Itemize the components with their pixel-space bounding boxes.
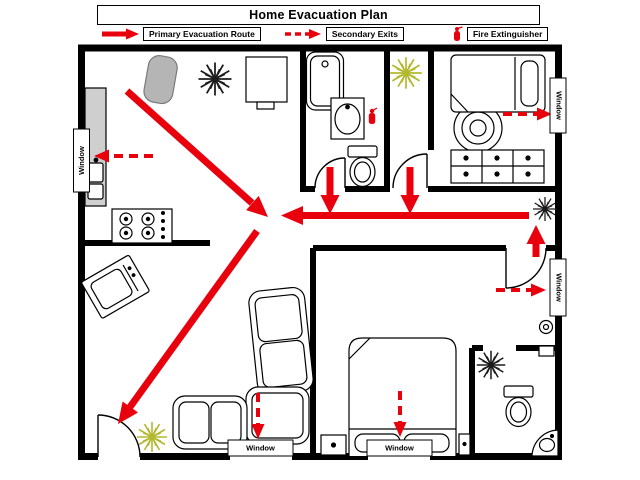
- bed-top-right: [450, 54, 546, 113]
- fire-extinguisher-icon: [453, 26, 463, 41]
- secondary-exits: [94, 107, 552, 439]
- window-text: Window: [246, 443, 275, 452]
- primary-route-arrow-bedroom-bottom: [526, 225, 546, 257]
- window-text: Window: [77, 146, 86, 175]
- plant-icon: [389, 56, 423, 90]
- legend-item-secondary: Secondary Exits: [283, 27, 404, 41]
- living-room: [81, 254, 314, 453]
- sofa-section-vertical: [248, 286, 314, 396]
- bathroom-bottom-right: [475, 349, 559, 457]
- bedroom-bottom-door: [505, 247, 547, 289]
- secondary-exit-arrow-right-middle-window: [496, 283, 546, 297]
- primary-route-arrow-bedroom-top: [400, 167, 420, 214]
- plant-icon: [136, 421, 168, 453]
- stove: [111, 208, 173, 244]
- sofa-section-corner: [245, 386, 310, 445]
- bathtub: [305, 51, 345, 111]
- plant-icon: [475, 349, 507, 381]
- corner-sink: [531, 429, 559, 457]
- bathroom-top: [305, 51, 378, 188]
- bedroom-top-right: [389, 54, 558, 222]
- window-labels: Window Window Window Window Window: [73, 77, 567, 457]
- plant-icon: [532, 196, 558, 222]
- bathroom-top-door: [314, 157, 346, 189]
- primary-route-arrow-living: [118, 228, 260, 424]
- toilet: [347, 145, 378, 188]
- bathroom-sink: [330, 97, 365, 140]
- doors: [97, 153, 547, 458]
- primary-routes: [118, 88, 546, 424]
- exterior-walls: [78, 44, 562, 460]
- primary-route-arrow-corridor: [281, 206, 529, 225]
- primary-route-arrow-icon: [102, 28, 139, 40]
- kitchen: [84, 55, 288, 244]
- window-text: Window: [554, 91, 563, 120]
- kitchen-sink: [87, 157, 104, 200]
- secondary-exit-arrow-bottom-left-window: [251, 393, 265, 439]
- exterior-door: [97, 414, 141, 458]
- legend-item-primary: Primary Evacuation Route: [100, 27, 261, 41]
- fire-extinguisher-marker-icon: [368, 107, 378, 124]
- window-label-right-middle: Window: [549, 258, 567, 317]
- wall-fixtures: [538, 319, 555, 357]
- page-title: Home Evacuation Plan: [97, 5, 540, 25]
- tv: [81, 254, 150, 319]
- legend-label-primary: Primary Evacuation Route: [143, 27, 261, 41]
- window-text: Window: [385, 443, 414, 452]
- window-label-bottom-left: Window: [227, 439, 294, 457]
- window-text: Window: [554, 273, 563, 302]
- secondary-exit-arrow-right-top-window: [503, 107, 552, 121]
- nightstand-right: [458, 433, 471, 456]
- secondary-exit-arrow-bottom-right-window: [393, 391, 407, 437]
- desk: [245, 56, 288, 110]
- secondary-exit-arrow-icon: [284, 29, 321, 39]
- nightstand-left: [320, 434, 347, 456]
- legend: Primary Evacuation Route Secondary Exits…: [100, 26, 570, 42]
- window-label-bottom-right: Window: [366, 439, 433, 457]
- window-label-left: Window: [73, 128, 90, 193]
- legend-label-extinguisher: Fire Extinguisher: [466, 27, 549, 41]
- legend-label-secondary: Secondary Exits: [325, 27, 404, 41]
- primary-route-arrow-bathroom: [320, 167, 340, 214]
- window-label-right-top: Window: [549, 77, 567, 134]
- toilet-bottom: [503, 385, 534, 428]
- bed-bottom: [348, 337, 457, 456]
- kitchen-rug: [143, 55, 178, 105]
- bedroom-top-door: [392, 153, 428, 189]
- armchair: [172, 395, 248, 450]
- dresser: [450, 149, 545, 184]
- plant-icon: [197, 61, 233, 97]
- legend-item-extinguisher: Fire Extinguisher: [452, 26, 549, 42]
- primary-route-arrow-kitchen: [124, 88, 268, 217]
- secondary-exit-arrow-left-window: [94, 149, 153, 163]
